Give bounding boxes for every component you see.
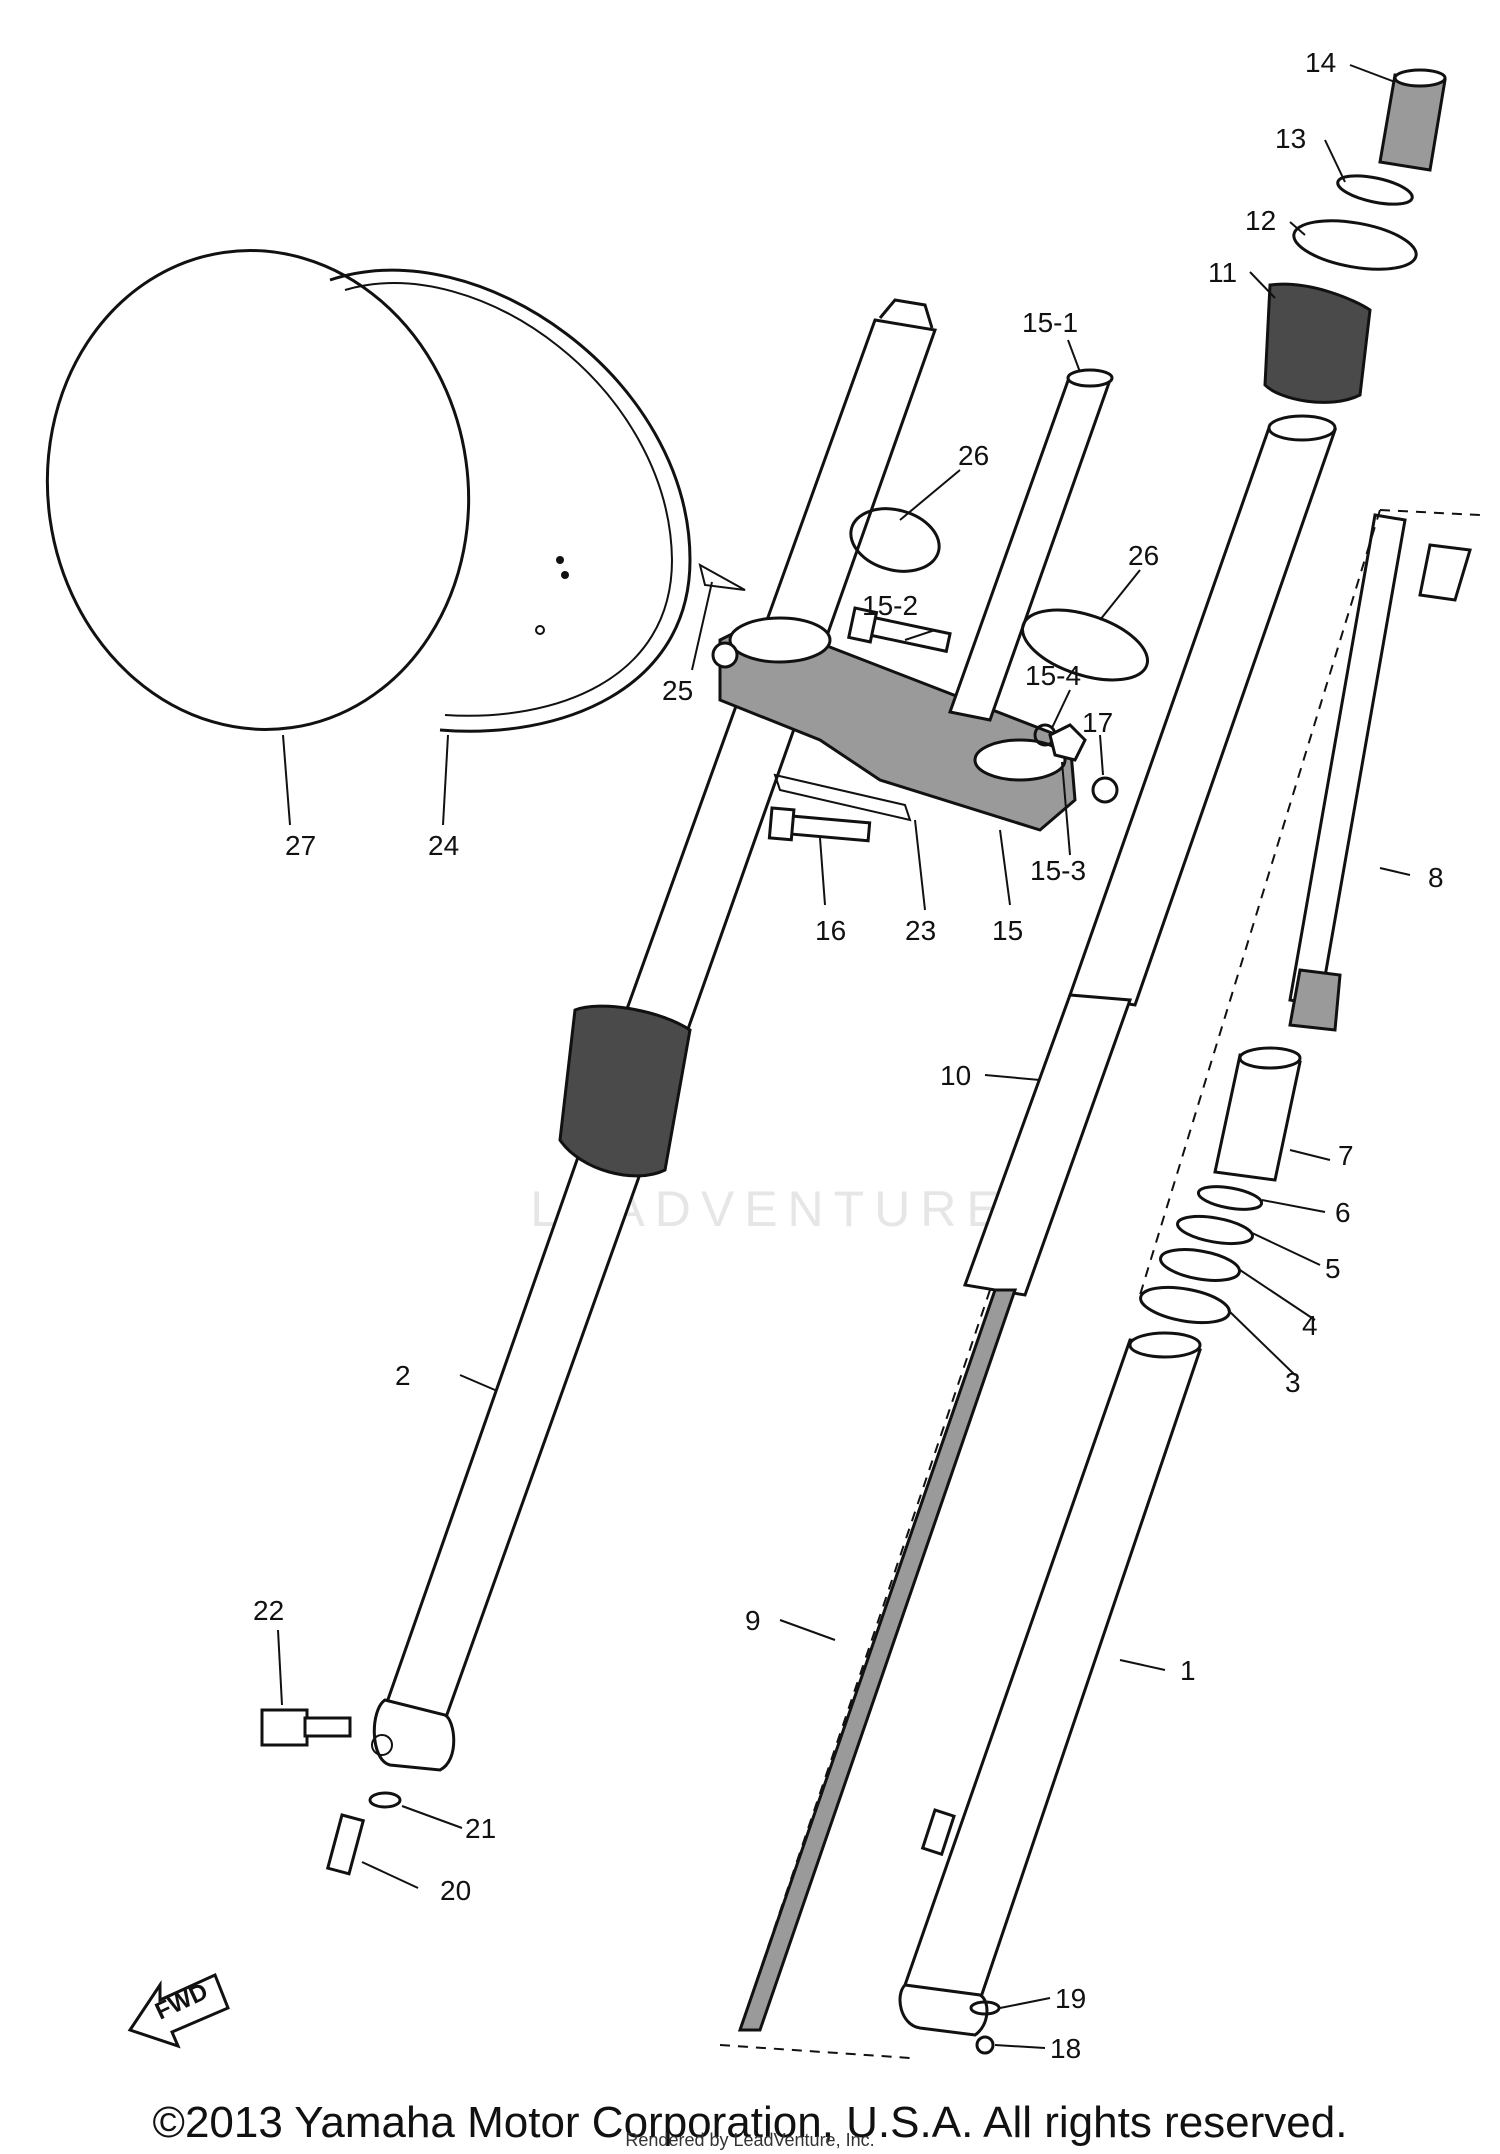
fork-spring — [737, 1288, 1018, 2032]
o-ring — [1336, 174, 1414, 206]
seal-3 — [1139, 1285, 1231, 1325]
label-15-1: 15-1 — [1022, 307, 1078, 338]
leader-lines — [277, 64, 1411, 2049]
label-1: 1 — [1180, 1655, 1196, 1686]
forward-arrow-icon: FWD — [127, 1972, 230, 2049]
label-4: 4 — [1302, 1310, 1318, 1341]
drain-bolt-22 — [260, 1708, 352, 1747]
label-3: 3 — [1285, 1367, 1301, 1398]
label-27: 27 — [285, 830, 316, 861]
label-15: 15 — [992, 915, 1023, 946]
label-8: 8 — [1428, 862, 1444, 893]
label-5: 5 — [1325, 1253, 1341, 1284]
wire-ring-left — [849, 507, 941, 573]
headlight-lens — [45, 249, 471, 731]
label-18: 18 — [1050, 2033, 1081, 2064]
headlight-rim — [329, 268, 692, 733]
label-21: 21 — [465, 1813, 496, 1844]
label-6: 6 — [1335, 1197, 1351, 1228]
stopper-ring — [1292, 219, 1418, 271]
rim-clip — [698, 563, 746, 591]
label-25: 25 — [662, 675, 693, 706]
fork-bracket — [711, 616, 1077, 832]
seal-4 — [1159, 1248, 1241, 1282]
label-2: 2 — [395, 1360, 411, 1391]
label-15-2: 15-2 — [862, 590, 918, 621]
bolt-20 — [325, 1813, 366, 1876]
washer-21 — [368, 1791, 402, 1809]
right-outer-tube — [719, 1331, 1202, 2059]
clip-23 — [773, 773, 912, 822]
label-7: 7 — [1338, 1140, 1354, 1171]
label-13: 13 — [1275, 123, 1306, 154]
steering-stem — [948, 368, 1114, 722]
label-14: 14 — [1305, 47, 1336, 78]
cap-bolt — [1378, 68, 1447, 172]
rubber-boot — [1263, 282, 1372, 404]
label-17: 17 — [1082, 707, 1113, 738]
copyright-notice: ©2013 Yamaha Motor Corporation, U.S.A. A… — [152, 2098, 1348, 2147]
label-20: 20 — [440, 1875, 471, 1906]
bolt-15-2 — [846, 606, 952, 654]
label-10: 10 — [940, 1060, 971, 1091]
washer-5 — [1176, 1214, 1254, 1246]
damper-rod — [1139, 509, 1481, 1296]
label-15-3: 15-3 — [1030, 855, 1086, 886]
nut-17 — [1091, 776, 1119, 804]
label-11: 11 — [1208, 257, 1237, 288]
bolt-16 — [767, 806, 872, 843]
label-26-right: 26 — [1128, 540, 1159, 571]
washer-19 — [969, 2000, 1001, 2016]
label-15-4: 15-4 — [1025, 660, 1081, 691]
label-26-left: 26 — [958, 440, 989, 471]
circlip-6 — [1196, 1185, 1264, 1211]
piston-ring-7 — [1213, 1046, 1302, 1182]
screw-18 — [975, 2035, 995, 2055]
label-23: 23 — [905, 915, 936, 946]
wire-ring-right — [1020, 608, 1150, 682]
label-24: 24 — [428, 830, 459, 861]
label-19: 19 — [1055, 1983, 1086, 2014]
right-inner-tube — [962, 414, 1338, 1297]
rendered-by-notice: Rendered by LeadVenture, Inc. — [625, 2130, 875, 2150]
nut-15-3 — [1048, 723, 1087, 762]
label-22: 22 — [253, 1595, 284, 1626]
label-9: 9 — [745, 1605, 761, 1636]
label-12: 12 — [1245, 205, 1276, 236]
label-16: 16 — [815, 915, 846, 946]
